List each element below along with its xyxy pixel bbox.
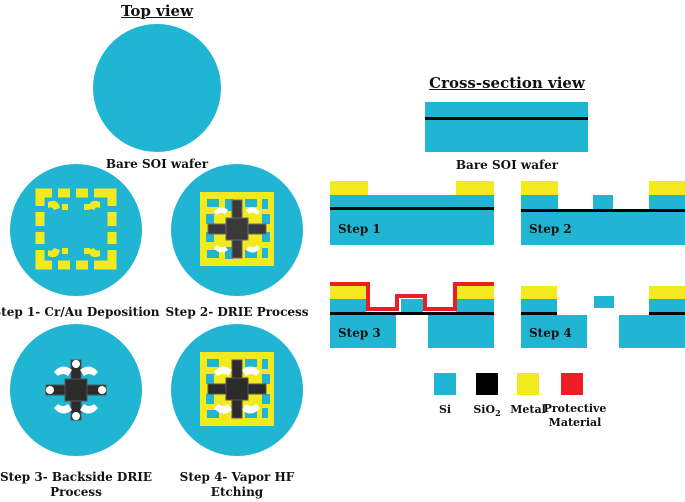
legend-sio2-label: SiO2: [473, 403, 501, 419]
step4-top-label-line1: Step 4- Vapor HF: [179, 470, 295, 484]
legend-protective-label-line1: Protective: [543, 402, 607, 415]
step1-top-label: Step 1- Cr/Au Deposition: [0, 305, 160, 319]
top-view-heading: Top view: [120, 2, 194, 20]
step2-wafer-top: [171, 164, 303, 296]
step3-cross-label: Step 3: [338, 326, 381, 340]
legend-sio2-swatch: [476, 373, 498, 395]
step3-top-label-line2: Process: [50, 485, 102, 499]
step1-cross-label: Step 1: [338, 222, 381, 236]
step3-top-label-line1: Step 3- Backside DRIE: [0, 470, 153, 484]
legend-protective-swatch: [561, 373, 583, 395]
cross-section-heading: Cross-section view: [429, 74, 585, 92]
bare-soi-top-label: Bare SOI wafer: [105, 157, 209, 171]
step1-wafer-top: [10, 164, 142, 296]
step3-cross: [330, 282, 494, 348]
step4-cross: [521, 286, 685, 348]
step4-top-label-line2: Etching: [210, 485, 264, 499]
step3-wafer-top: [10, 324, 142, 456]
step4-wafer-top: [171, 324, 303, 456]
bare-wafer-top: [93, 24, 221, 152]
step2-cross-label: Step 2: [529, 222, 572, 236]
step2-cross: [521, 181, 685, 245]
legend-protective-label-line2: Material: [548, 416, 602, 429]
bare-wafer-cross: [425, 102, 588, 152]
step2-top-label: Step 2- DRIE Process: [165, 305, 309, 319]
step1-cross: [330, 181, 494, 245]
legend-si-swatch: [434, 373, 456, 395]
legend-metal-label: Metal: [510, 403, 546, 416]
legend-si-label: Si: [438, 403, 452, 416]
bare-soi-cross-label: Bare SOI wafer: [455, 158, 559, 172]
step4-cross-label: Step 4: [529, 326, 572, 340]
legend-metal-swatch: [517, 373, 539, 395]
